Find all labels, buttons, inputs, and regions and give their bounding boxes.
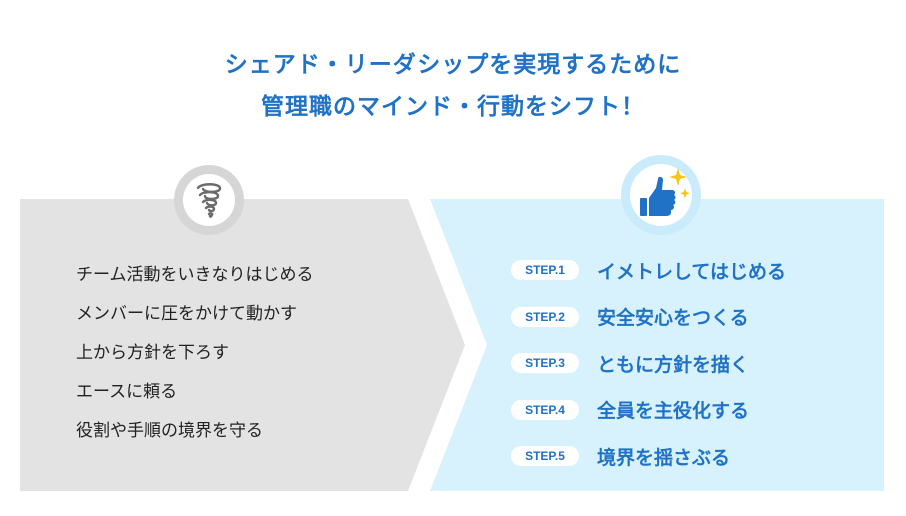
page-title: シェアド・リーダシップを実現するために 管理職のマインド・行動をシフト！ xyxy=(0,44,906,128)
step-badge: STEP.4 xyxy=(511,399,579,420)
list-item: メンバーに圧をかけて動かす xyxy=(76,304,297,324)
step-badge: STEP.2 xyxy=(511,306,579,327)
step-text: イメトレしてはじめる xyxy=(597,260,787,283)
old-behaviors-list: チーム活動をいきなりはじめる メンバーに圧をかけて動かす 上から方針を下ろす エ… xyxy=(76,256,314,451)
list-item: エースに頼る xyxy=(76,382,178,402)
sparkle-small xyxy=(680,188,690,199)
step-item: STEP.5 境界を揺さぶる xyxy=(511,433,786,480)
title-line-2: 管理職のマインド・行動をシフト！ xyxy=(261,94,645,120)
step-text: 安全安心をつくる xyxy=(597,307,749,330)
left-panel-arrow xyxy=(20,199,465,491)
list-item: チーム活動をいきなりはじめる xyxy=(76,265,314,285)
step-item: STEP.1 イメトレしてはじめる xyxy=(511,247,786,294)
step-text: ともに方針を描く xyxy=(597,353,750,376)
step-badge: STEP.1 xyxy=(511,260,579,281)
step-badge: STEP.3 xyxy=(511,353,579,374)
thumbs-up-sparkle-icon xyxy=(640,168,690,216)
left-icon-badge xyxy=(174,165,244,235)
step-text: 境界を揺さぶる xyxy=(597,446,731,469)
title-line-1: シェアド・リーダシップを実現するために xyxy=(224,52,682,78)
sparkle-large xyxy=(669,168,687,186)
tornado-icon xyxy=(196,183,222,218)
right-icon-badge xyxy=(621,155,701,235)
step-item: STEP.2 安全安心をつくる xyxy=(511,294,786,341)
list-item: 上から方針を下ろす xyxy=(76,343,229,363)
step-badge: STEP.5 xyxy=(511,446,579,467)
list-item: 役割や手順の境界を守る xyxy=(76,421,263,441)
steps-list: STEP.1 イメトレしてはじめる STEP.2 安全安心をつくる STEP.3… xyxy=(511,247,786,480)
step-item: STEP.4 全員を主役化する xyxy=(511,387,786,434)
step-text: 全員を主役化する xyxy=(597,400,750,423)
step-item: STEP.3 ともに方針を描く xyxy=(511,340,786,387)
